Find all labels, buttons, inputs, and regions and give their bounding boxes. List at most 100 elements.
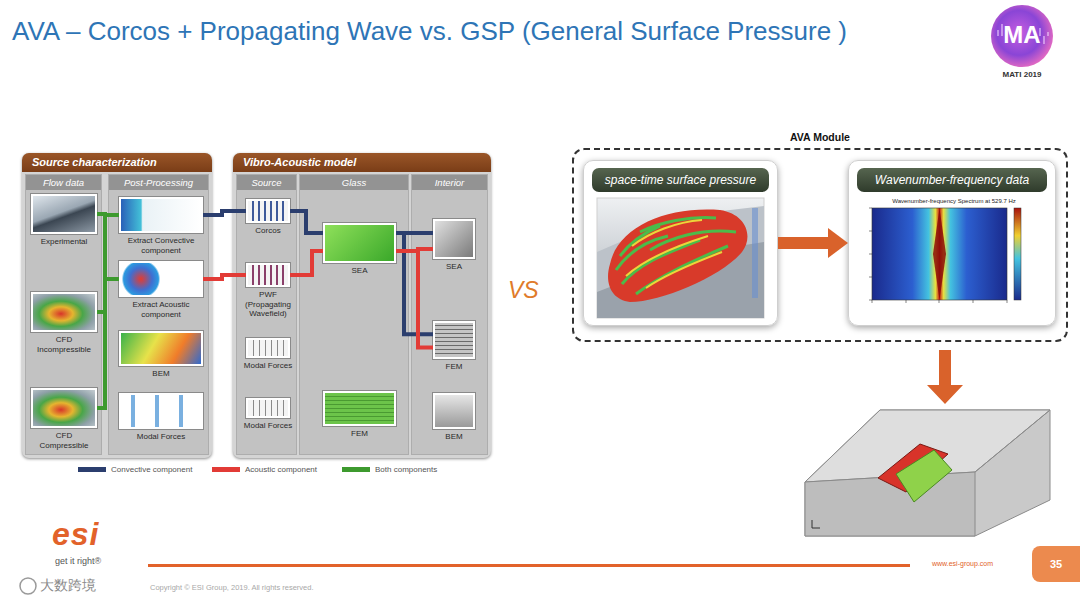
label: esi: [52, 516, 99, 553]
column-header: Post-Processing: [109, 175, 208, 190]
pressure-blob: [608, 209, 747, 302]
card-header: Wavenumber-frequency data: [857, 168, 1047, 192]
label-slot: Copyright © ESI Group, 2019. All rights …: [150, 583, 314, 592]
connector-line: [97, 214, 119, 279]
connector: [97, 215, 119, 312]
label: get it right®: [55, 556, 101, 566]
thumbnail: [433, 321, 475, 359]
image-plane: [597, 206, 764, 318]
connector: [97, 215, 119, 408]
label-slot: esi: [52, 516, 99, 553]
chart-peak: [933, 208, 946, 300]
legend-item: Both components: [342, 463, 437, 476]
thumbnail: [246, 398, 290, 418]
label: MATI 2019: [990, 70, 1054, 79]
source-panel: Source characterizationFlow dataExperime…: [22, 153, 212, 458]
connector: [97, 279, 119, 408]
item-caption: SEA: [323, 266, 396, 276]
panel-header: Source characterization: [22, 153, 212, 172]
connector: [396, 233, 433, 234]
label: 35: [1032, 546, 1080, 582]
item-caption: Modal Forces: [241, 361, 295, 371]
item-box: BEM: [429, 393, 479, 442]
item-box: Extract Acoustic component: [119, 261, 203, 319]
item-box: SEA: [429, 219, 479, 272]
label-slot: 35: [1032, 546, 1080, 582]
thumbnail: [31, 388, 97, 428]
chart-ticks: [869, 208, 1007, 303]
item-box: FEM: [323, 391, 396, 439]
thumbnail: [119, 393, 203, 429]
label: 大数跨境: [40, 577, 96, 595]
item-box: Corcos: [241, 199, 295, 236]
thumbnail: [31, 292, 97, 332]
item-box: PWF (Propagating Wavefield): [241, 263, 295, 319]
item-box: Modal Forces: [119, 393, 203, 442]
connector: [203, 211, 246, 215]
item-caption: SEA: [429, 262, 479, 272]
glass-panel: [896, 450, 952, 502]
chart-plot: [872, 208, 1007, 300]
connector-line: [97, 215, 119, 408]
thumbnail: [433, 393, 475, 429]
model-panel: Vibro-Acoustic modelSourceCorcosPWF (Pro…: [233, 153, 491, 458]
column: GlassSEAFEM: [299, 174, 409, 455]
item-caption: CFD Compressible: [31, 431, 97, 450]
connector-line: [290, 211, 323, 233]
thumbnail: [246, 199, 290, 223]
legend-text: Convective component: [111, 463, 192, 476]
item-box: BEM: [119, 331, 203, 379]
label-slot: VS: [508, 277, 539, 304]
thumbnail: [323, 391, 396, 426]
legend-swatch: [78, 467, 106, 472]
connector: [396, 251, 433, 348]
item-caption: Modal Forces: [119, 432, 203, 442]
image-ground: [597, 198, 764, 318]
item-box: SEA: [323, 223, 396, 276]
item-caption: Extract Convective component: [119, 236, 203, 255]
connector-line: [97, 279, 119, 408]
thumbnail: [31, 194, 97, 234]
connector-line: [396, 251, 433, 348]
legend-item: Convective component: [78, 463, 192, 476]
connector: [290, 251, 323, 275]
connector-line: [97, 214, 119, 215]
axis-mark: [812, 520, 820, 528]
label: MA: [992, 21, 1052, 49]
item-caption: Extract Acoustic component: [119, 300, 203, 319]
label-slot: get it right®: [55, 556, 101, 566]
pressure-streaks: [626, 220, 722, 288]
label-slot: MATI 2019: [990, 70, 1054, 79]
module-card: space-time surface pressure: [583, 160, 778, 326]
cabin-edge: [975, 410, 1050, 472]
item-caption: PWF (Propagating Wavefield): [241, 290, 295, 319]
connector: [396, 249, 433, 251]
thumbnail: [433, 219, 475, 259]
item-box: FEM: [429, 321, 479, 372]
thumbnail: [119, 331, 203, 366]
connector-line: [97, 279, 119, 312]
watermark-icon: [20, 578, 36, 594]
chart-ground: [860, 195, 1048, 319]
legend-text: Acoustic component: [245, 463, 317, 476]
label-slot: MA: [992, 21, 1052, 49]
item-box: CFD Compressible: [31, 388, 97, 450]
label: VS: [508, 277, 539, 304]
label-slot: Wavenumber-frequency Spectrum at 529.7 H…: [862, 198, 1046, 204]
connector-line: [290, 251, 323, 275]
item-caption: FEM: [429, 362, 479, 372]
panel-header: Vibro-Acoustic model: [233, 153, 491, 172]
slide-title: AVA – Corcos + Propagating Wave vs. GSP …: [12, 16, 847, 47]
item-caption: Corcos: [241, 226, 295, 236]
connector-line: [203, 275, 246, 279]
column-header: Flow data: [26, 175, 101, 190]
card-header: space-time surface pressure: [592, 168, 769, 192]
mati-logo: [991, 5, 1053, 67]
column-header: Source: [237, 175, 296, 190]
label: Copyright © ESI Group, 2019. All rights …: [150, 583, 314, 592]
thumbnail: [323, 223, 396, 263]
module-heading: AVA Module: [572, 128, 1068, 146]
thumbnail: [119, 261, 203, 297]
cabin-body: [805, 410, 1050, 536]
